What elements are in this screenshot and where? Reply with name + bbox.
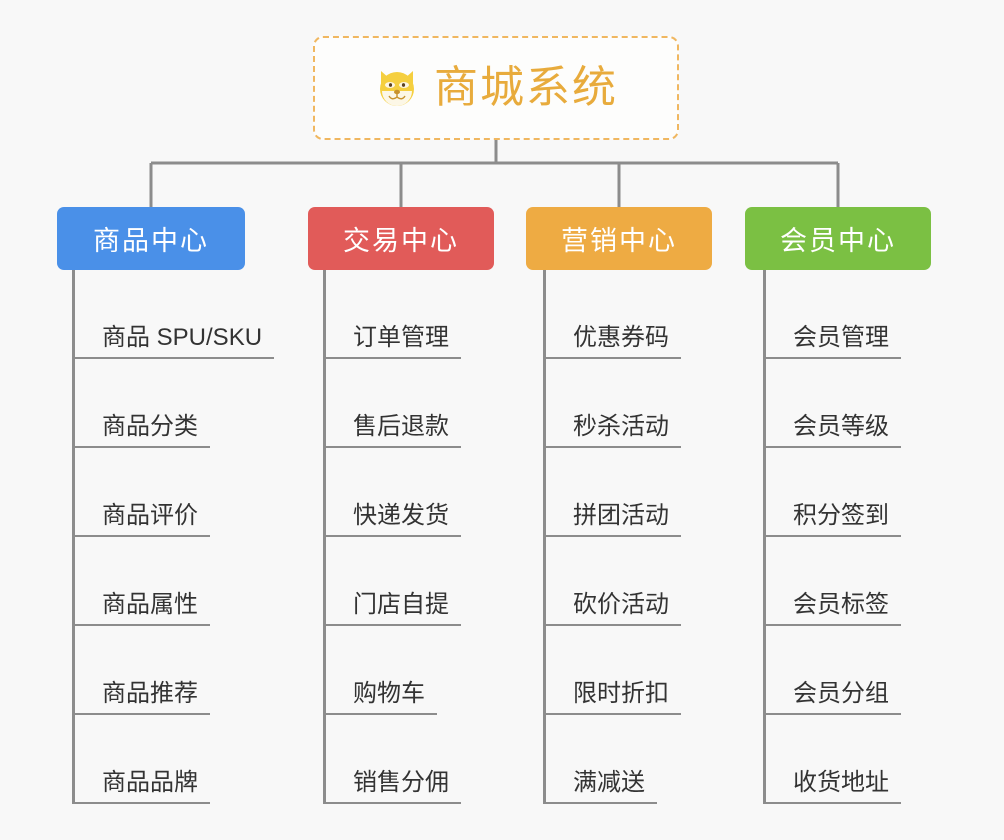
leaf-item-label: 拼团活动 [543, 502, 681, 537]
leaf-item[interactable]: 商品评价 [72, 448, 210, 537]
leaf-spine [323, 270, 326, 804]
leaf-item[interactable]: 门店自提 [323, 537, 461, 626]
leaf-item[interactable]: 商品推荐 [72, 626, 210, 715]
leaf-item-label: 秒杀活动 [543, 413, 681, 448]
leaf-item-label: 订单管理 [323, 324, 461, 359]
leaf-item-label: 优惠券码 [543, 324, 681, 359]
root-node[interactable]: 商城系统 [313, 36, 679, 140]
leaf-item-label: 会员标签 [763, 591, 901, 626]
leaf-item-label: 满减送 [543, 769, 657, 804]
leaf-item-label: 购物车 [323, 680, 437, 715]
leaf-item-label: 商品评价 [72, 502, 210, 537]
leaf-item[interactable]: 会员管理 [763, 270, 901, 359]
category-box-3[interactable]: 营销中心 [526, 207, 712, 270]
root-title: 商城系统 [434, 63, 618, 112]
leaf-spine [72, 270, 75, 804]
leaf-item-label: 商品 SPU/SKU [72, 324, 275, 359]
leaf-item[interactable]: 商品 SPU/SKU [72, 270, 275, 359]
leaf-spine [763, 270, 766, 804]
leaf-item[interactable]: 商品分类 [72, 359, 210, 448]
category-label: 商品中心 [93, 226, 209, 256]
leaf-item-label: 快递发货 [323, 502, 461, 537]
category-label: 交易中心 [343, 226, 459, 256]
leaf-item[interactable]: 商品属性 [72, 537, 210, 626]
leaf-item-label: 收货地址 [763, 769, 901, 804]
leaf-item-label: 会员管理 [763, 324, 901, 359]
leaf-item[interactable]: 优惠券码 [543, 270, 681, 359]
category-box-1[interactable]: 商品中心 [57, 207, 245, 270]
leaf-item[interactable]: 会员分组 [763, 626, 901, 715]
leaf-item-label: 商品属性 [72, 591, 210, 626]
leaf-spine [543, 270, 546, 804]
leaf-item[interactable]: 积分签到 [763, 448, 901, 537]
leaf-item[interactable]: 满减送 [543, 715, 657, 804]
category-label: 会员中心 [780, 226, 896, 256]
leaf-item-label: 砍价活动 [543, 591, 681, 626]
leaf-item[interactable]: 砍价活动 [543, 537, 681, 626]
leaf-item[interactable]: 秒杀活动 [543, 359, 681, 448]
leaf-item[interactable]: 拼团活动 [543, 448, 681, 537]
shiba-dog-face-icon [374, 65, 420, 111]
leaf-item[interactable]: 快递发货 [323, 448, 461, 537]
leaf-item[interactable]: 订单管理 [323, 270, 461, 359]
leaf-item-label: 售后退款 [323, 413, 461, 448]
leaf-item[interactable]: 售后退款 [323, 359, 461, 448]
category-box-2[interactable]: 交易中心 [308, 207, 494, 270]
leaf-item[interactable]: 购物车 [323, 626, 437, 715]
leaf-item-label: 限时折扣 [543, 680, 681, 715]
leaf-item-label: 门店自提 [323, 591, 461, 626]
leaf-item[interactable]: 限时折扣 [543, 626, 681, 715]
leaf-item[interactable]: 收货地址 [763, 715, 901, 804]
leaf-item[interactable]: 会员等级 [763, 359, 901, 448]
category-box-4[interactable]: 会员中心 [745, 207, 931, 270]
leaf-item-label: 商品分类 [72, 413, 210, 448]
leaf-item[interactable]: 销售分佣 [323, 715, 461, 804]
leaf-item[interactable]: 商品品牌 [72, 715, 210, 804]
leaf-item-label: 会员分组 [763, 680, 901, 715]
category-label: 营销中心 [561, 226, 677, 256]
leaf-item-label: 销售分佣 [323, 769, 461, 804]
leaf-item-label: 会员等级 [763, 413, 901, 448]
leaf-item-label: 积分签到 [763, 502, 901, 537]
leaf-item-label: 商品推荐 [72, 680, 210, 715]
leaf-item-label: 商品品牌 [72, 769, 210, 804]
leaf-item[interactable]: 会员标签 [763, 537, 901, 626]
